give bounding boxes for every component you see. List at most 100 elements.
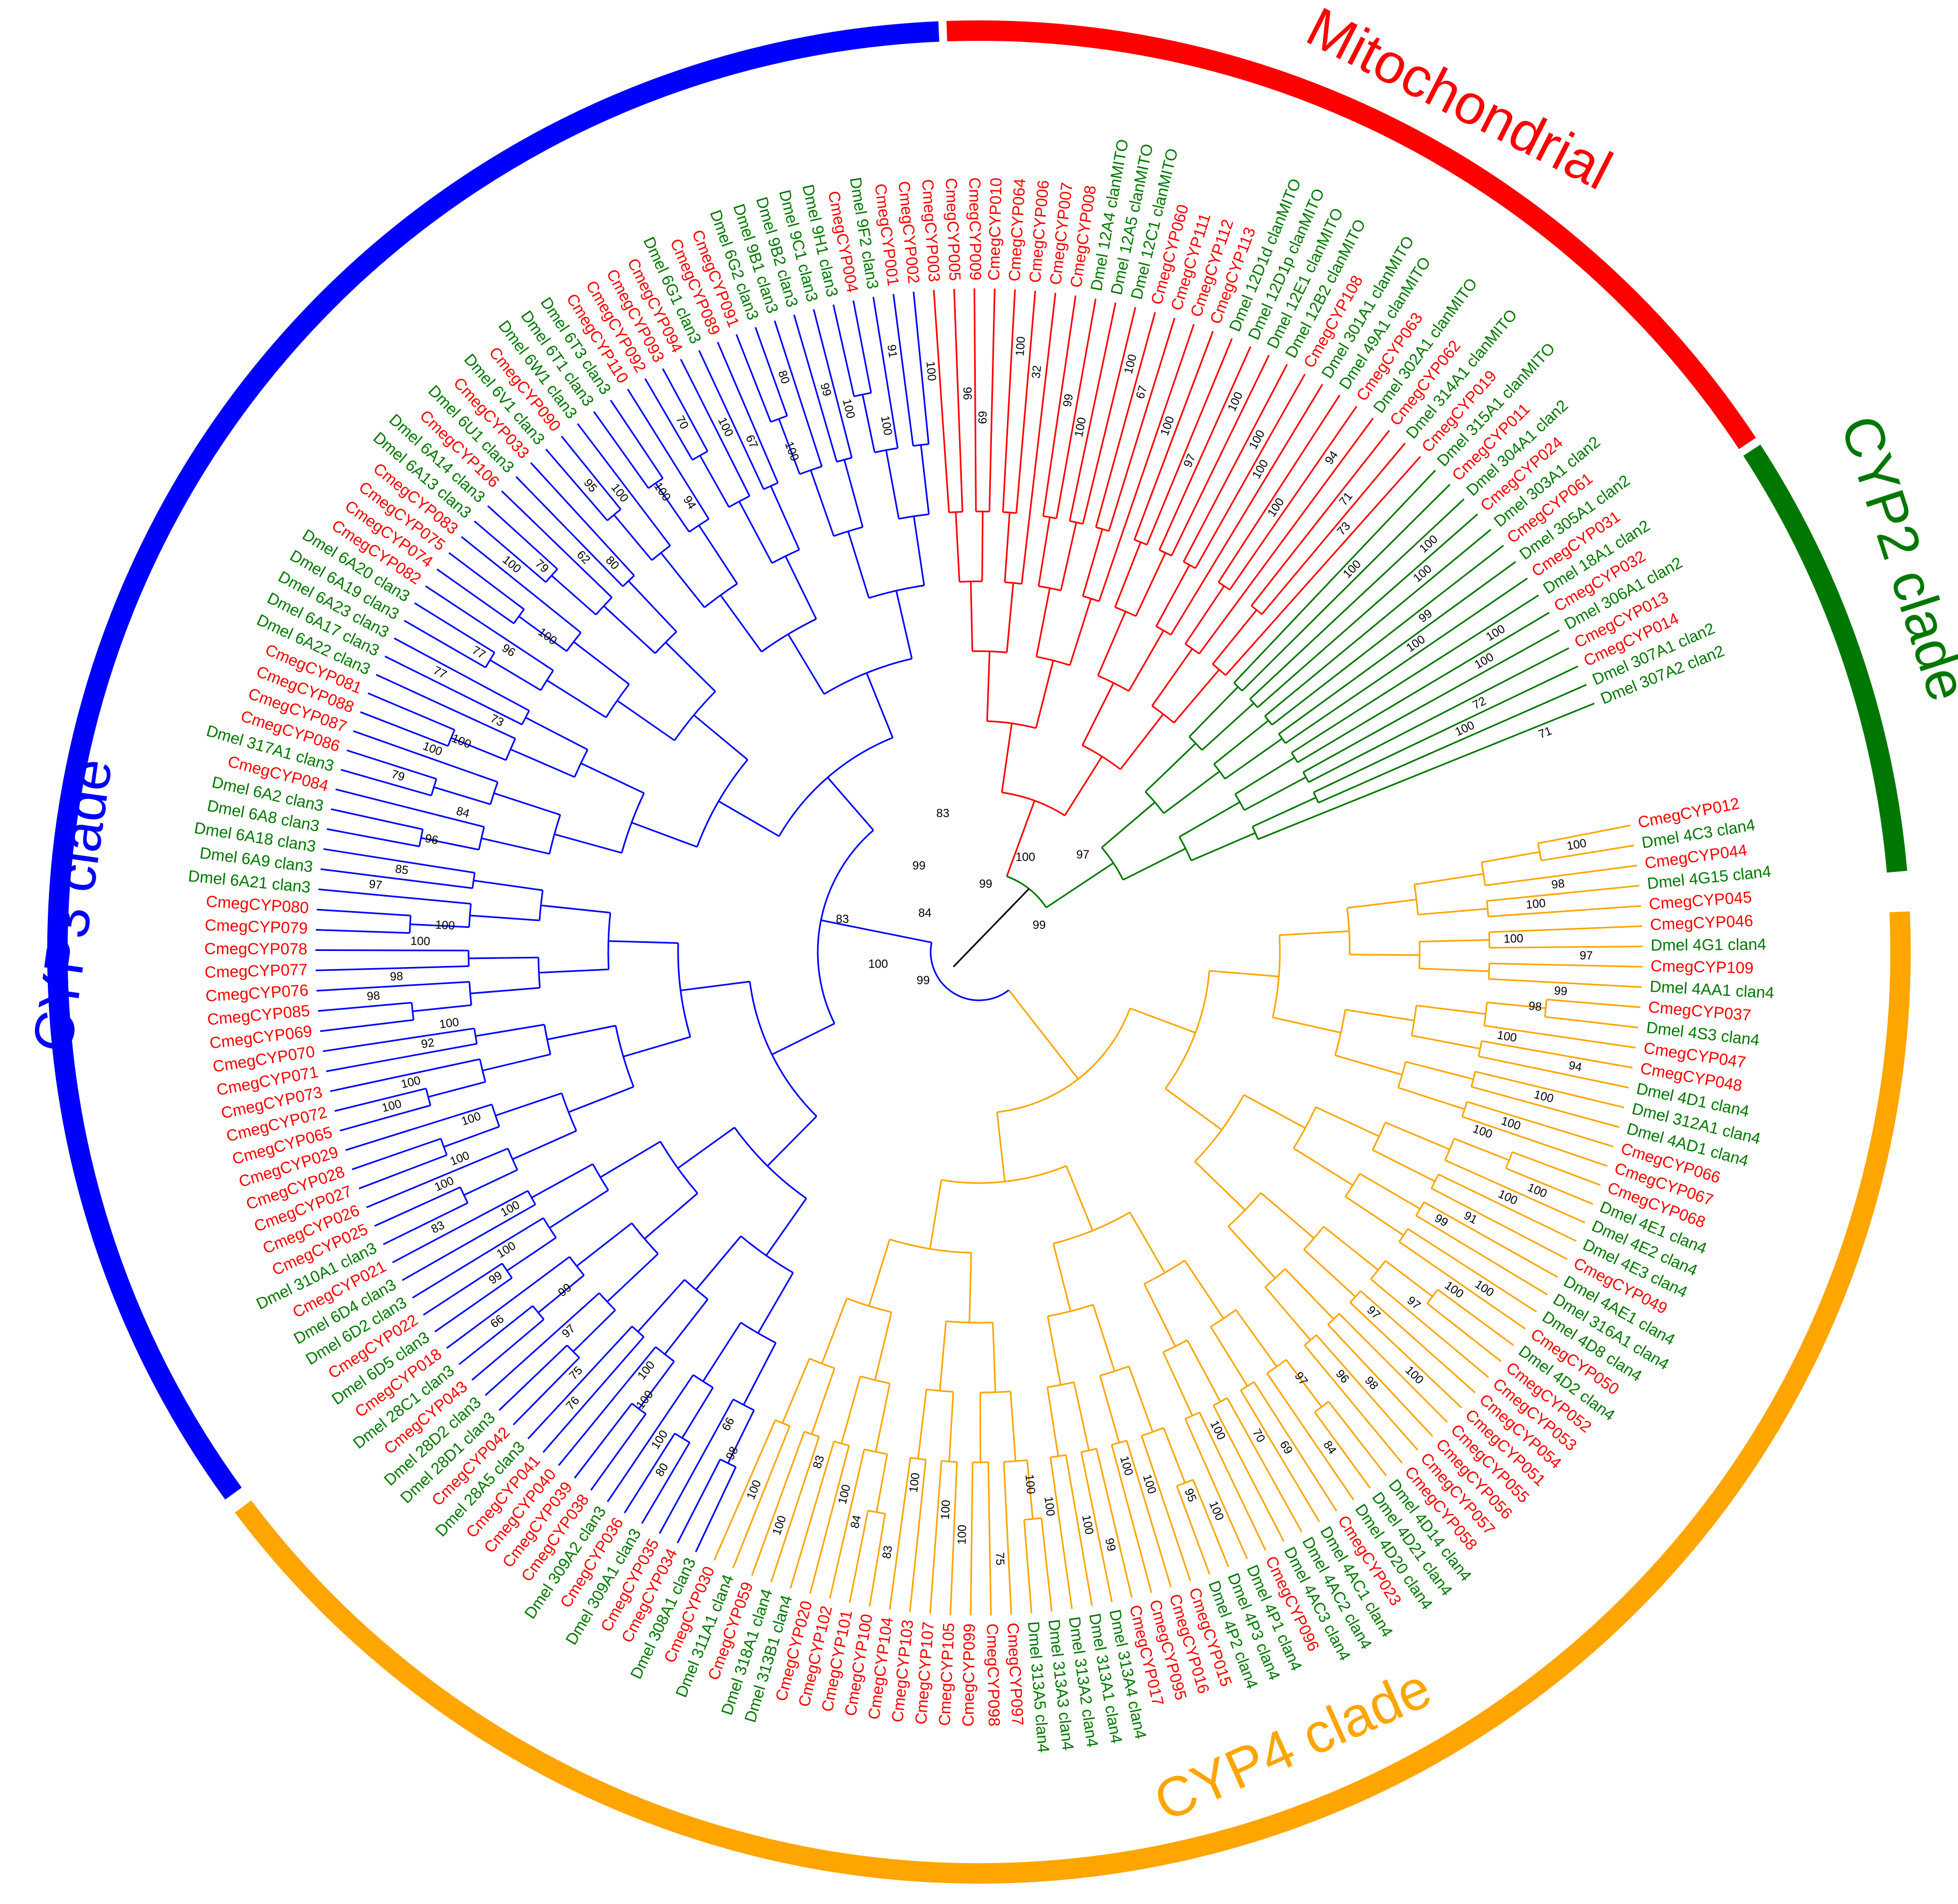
branch-leaf <box>1046 293 1056 365</box>
branch-leaf <box>1028 291 1036 364</box>
branch-arc <box>1272 935 1281 1018</box>
branch-line <box>693 714 748 761</box>
branch-line <box>397 1043 477 1059</box>
support-value: 100 <box>635 1358 657 1382</box>
support-value: 100 <box>438 1015 460 1031</box>
branch-leaf <box>1183 1505 1211 1575</box>
branch-line <box>495 1092 562 1116</box>
branch-line <box>681 441 693 460</box>
support-value: 100 <box>1042 1496 1057 1517</box>
support-value: 100 <box>1264 495 1286 519</box>
support-value: 97 <box>368 877 383 892</box>
branch-line <box>845 1449 865 1528</box>
branch-line <box>1399 1241 1466 1288</box>
branch-line <box>1040 1518 1045 1540</box>
support-value: 100 <box>955 1525 969 1545</box>
branch-line <box>1155 564 1191 627</box>
branch-line <box>1235 1309 1278 1367</box>
branch-line <box>577 1325 633 1387</box>
branch-line <box>392 877 473 889</box>
branch-line <box>631 821 697 848</box>
support-value: 99 <box>1060 393 1076 408</box>
branch-line <box>866 371 872 393</box>
branch-leaf <box>1559 824 1631 840</box>
tip-label: CmegCYP080 <box>205 893 309 917</box>
support-value: 96 <box>424 831 440 847</box>
branch-leaf <box>1249 1476 1285 1542</box>
branch-line <box>1284 1268 1335 1320</box>
branch-leaf <box>610 399 652 461</box>
branch-line <box>1189 686 1239 738</box>
branch-leaf <box>829 1527 847 1599</box>
branch-leaf <box>1078 1534 1093 1606</box>
branch-line <box>1318 713 1521 804</box>
branch-leaf <box>1233 1484 1266 1551</box>
branch-arc <box>926 1388 954 1393</box>
clade-arc-cyp4 <box>235 911 1911 1884</box>
branch-leaf <box>713 1494 744 1561</box>
branch-arc <box>719 1458 737 1468</box>
branch-arc <box>740 1235 794 1274</box>
branch-line <box>1405 1061 1474 1080</box>
branch-line <box>579 515 635 576</box>
branch-line <box>1097 611 1127 676</box>
branch-leaf <box>345 1128 415 1151</box>
branch-line <box>1484 1025 1564 1038</box>
support-value: 84 <box>848 1514 864 1530</box>
branch-leaf <box>736 334 764 402</box>
branch-arc <box>1101 847 1124 881</box>
branch-line <box>1327 1324 1384 1384</box>
support-value: 66 <box>719 1415 737 1433</box>
branch-line <box>1385 1121 1450 1150</box>
clade-arc-mito <box>946 20 1756 449</box>
tip-label: CmegCYP076 <box>205 982 309 1005</box>
tip-label: CmegCYP078 <box>204 940 307 958</box>
branch-line <box>885 450 900 519</box>
branch-line <box>917 1389 927 1459</box>
branch-line <box>401 1058 480 1077</box>
branch-line <box>1257 561 1424 708</box>
tip-label: CmegCYP099 <box>960 1624 978 1727</box>
branch-leaf <box>912 291 922 364</box>
support-values: 1009810010097999810094100100100100100919… <box>366 336 1593 1566</box>
branch-leaf <box>1265 1468 1302 1532</box>
branch-leaf <box>1186 330 1214 400</box>
support-value: 100 <box>1471 1122 1494 1141</box>
branch-line <box>1111 1444 1134 1523</box>
branch-leaf <box>574 1420 620 1479</box>
branch-line <box>718 800 780 837</box>
branch-line <box>678 1442 690 1462</box>
branch-line <box>538 1292 600 1348</box>
branch-line <box>1082 377 1119 524</box>
branch-line <box>1419 968 1489 972</box>
branch-line <box>1264 1286 1312 1341</box>
branch-line <box>1035 660 1054 729</box>
branch-line <box>810 1441 835 1519</box>
branch-leaf <box>315 968 388 971</box>
branch-leaf <box>970 1542 973 1615</box>
support-value: 100 <box>1118 1454 1136 1477</box>
branch-line <box>1218 455 1301 583</box>
branch-line <box>719 595 762 652</box>
branch-line <box>647 1374 694 1443</box>
branch-line <box>1049 1457 1063 1538</box>
branch-leaf <box>1203 338 1233 406</box>
support-value: 100 <box>498 1198 522 1220</box>
branch-line <box>442 704 516 740</box>
branch-line <box>481 837 550 855</box>
branch-line <box>988 361 994 512</box>
branch-line <box>1278 603 1458 735</box>
branch-line <box>968 1252 972 1323</box>
support-value: 98 <box>366 989 380 1003</box>
branch-leaf <box>1236 355 1270 421</box>
branch-leaf <box>1312 1439 1355 1501</box>
branch-line <box>1466 1101 1545 1127</box>
branch-line <box>1323 1225 1379 1271</box>
branch-leaf <box>401 1243 466 1281</box>
support-value: 83 <box>880 1545 895 1560</box>
branch-line <box>702 1322 742 1382</box>
branch-line <box>1478 1055 1558 1074</box>
branch-line <box>1055 370 1084 519</box>
tip-label: CmegCYP064 <box>1006 178 1029 282</box>
branch-line <box>1023 1519 1027 1541</box>
